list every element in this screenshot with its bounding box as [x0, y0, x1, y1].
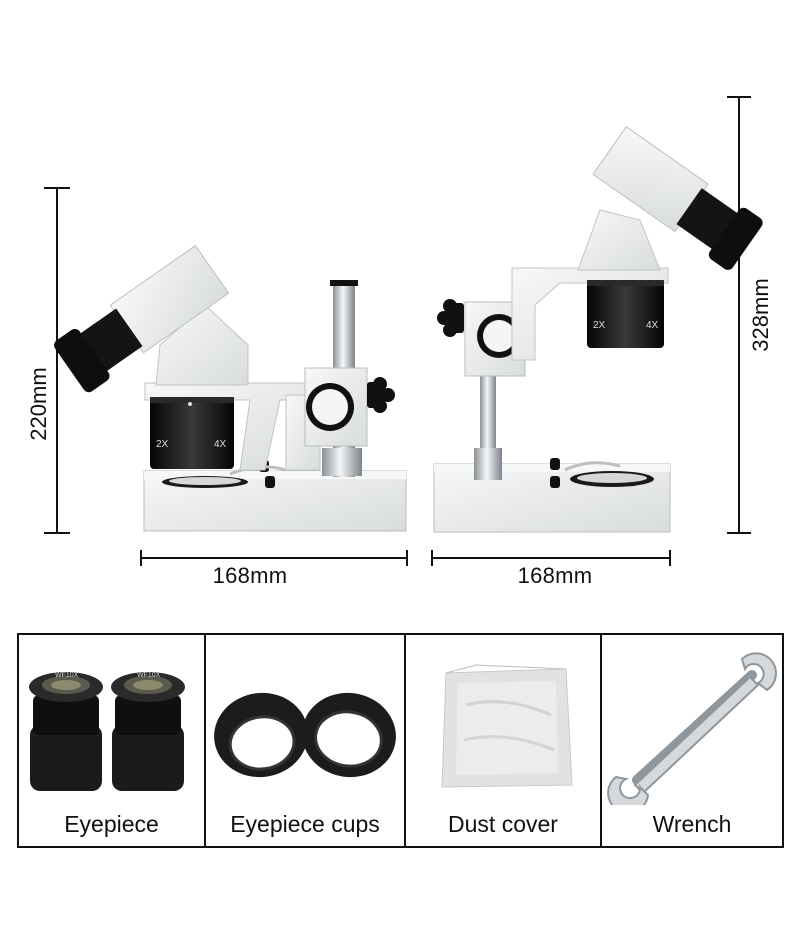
product-photo: 2X 4X — [44, 96, 763, 566]
height-label-left: 220mm — [26, 367, 51, 441]
width-label-left: 168mm — [212, 563, 288, 588]
accessory-eyepiece: WF10X WF10X Eyepiece — [19, 635, 206, 846]
eyepiece-marking-right: WF10X — [137, 672, 161, 679]
dust-cover-image — [441, 664, 573, 788]
accessory-eyepiece-cups: Eyepiece cups — [206, 635, 406, 846]
eyepiece-cups-image — [214, 692, 396, 778]
lens-low-mag-right: 2X — [593, 320, 606, 331]
accessory-label-eyepiece: Eyepiece — [64, 811, 159, 837]
right-width-dimension-line — [431, 550, 671, 566]
lens-high-mag-right: 4X — [646, 320, 659, 331]
width-label-right: 168mm — [517, 563, 593, 588]
wrench-image — [607, 652, 777, 805]
accessory-wrench: Wrench — [602, 635, 782, 846]
microscope-front-view: 2X 4X — [433, 126, 763, 533]
lens-high-mag-left: 4X — [214, 439, 227, 450]
accessory-label-wrench: Wrench — [652, 811, 732, 837]
accessories-table: WF10X WF10X Eyepiece Eyepiece cups — [17, 633, 784, 848]
accessory-dust-cover: Dust cover — [406, 635, 602, 846]
left-height-dimension-line — [44, 187, 70, 534]
eyepiece-image: WF10X WF10X — [29, 672, 185, 791]
microscope-side-view: 2X 4X — [54, 244, 407, 532]
left-width-dimension-line — [140, 550, 408, 566]
eyepiece-marking-left: WF10X — [55, 672, 79, 679]
lens-low-mag-left: 2X — [156, 439, 169, 450]
accessory-label-dust-cover: Dust cover — [448, 811, 558, 837]
height-label-right: 328mm — [748, 278, 773, 352]
accessory-label-eyepiece-cups: Eyepiece cups — [230, 811, 380, 837]
right-height-dimension-line — [727, 96, 751, 534]
